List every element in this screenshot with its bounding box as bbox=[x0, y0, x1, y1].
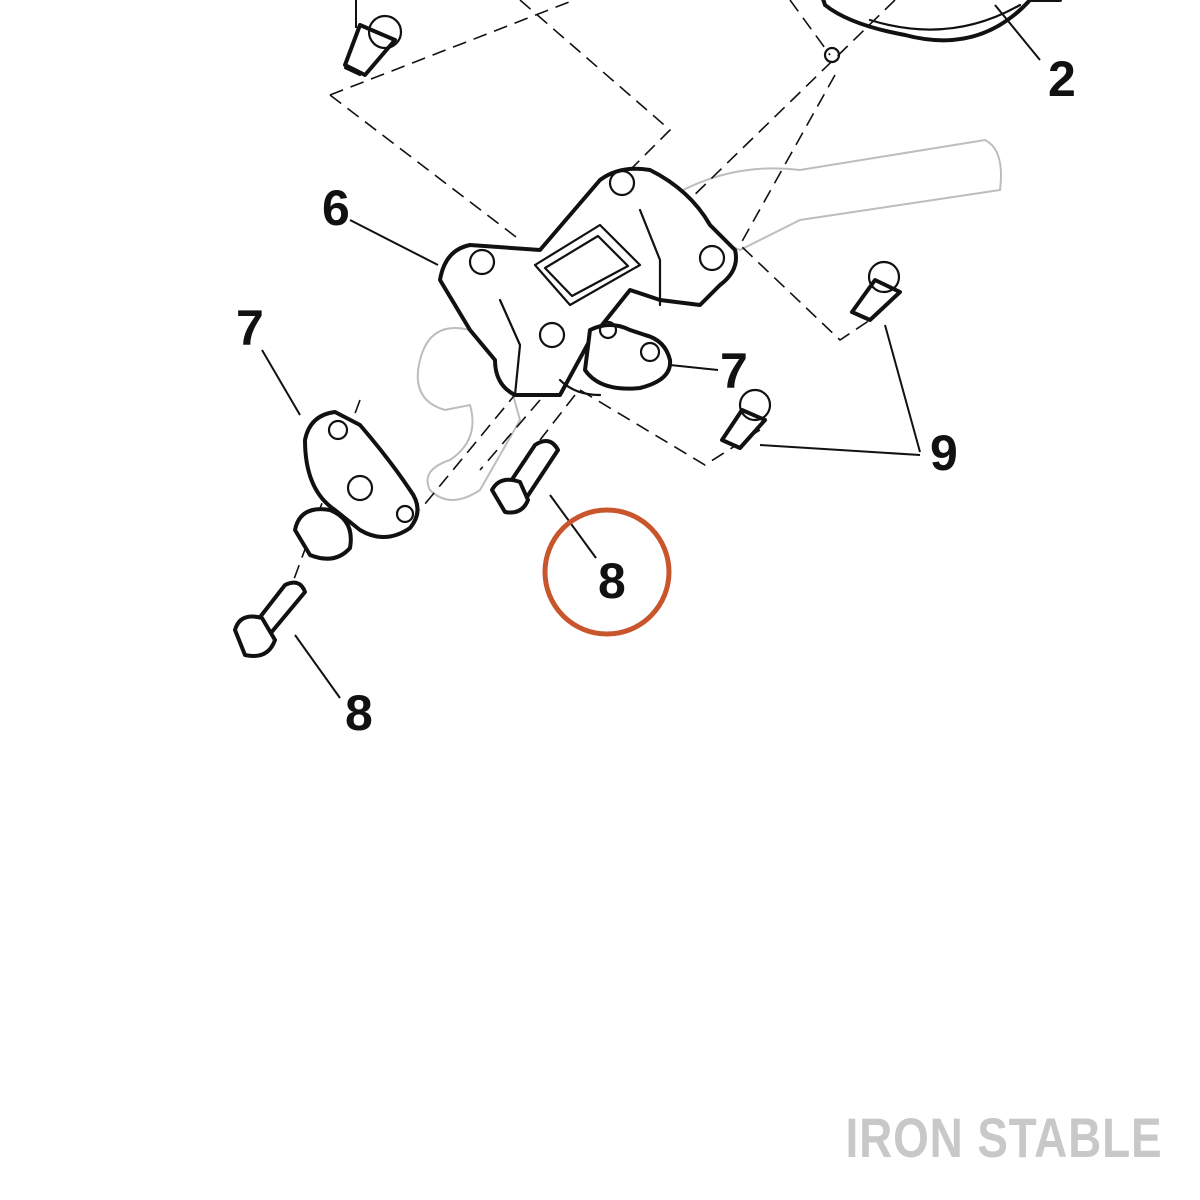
callout-6: 6 bbox=[322, 180, 350, 236]
part-8-bolt-lower-left bbox=[233, 580, 307, 658]
watermark-logo: IRON STABLE bbox=[845, 1106, 1162, 1169]
part-7-clamp-right bbox=[558, 320, 673, 397]
part-8-bolt-center bbox=[490, 439, 560, 515]
highlight-ring bbox=[542, 507, 672, 637]
part-9-screws bbox=[720, 260, 902, 450]
part-6-clamp-top bbox=[438, 166, 738, 397]
callout-2: 2 bbox=[1048, 51, 1076, 107]
callout-8-lower: 8 bbox=[345, 685, 373, 741]
screw-top-left bbox=[343, 14, 403, 77]
leader-lines bbox=[261, 0, 1041, 699]
callout-7-right: 7 bbox=[720, 343, 748, 399]
callout-8-highlighted: 8 bbox=[598, 553, 626, 609]
part-2-housing bbox=[821, 0, 1062, 64]
part-7-clamp-left bbox=[293, 410, 420, 561]
callout-9: 9 bbox=[930, 425, 958, 481]
callout-7-left: 7 bbox=[236, 300, 264, 356]
